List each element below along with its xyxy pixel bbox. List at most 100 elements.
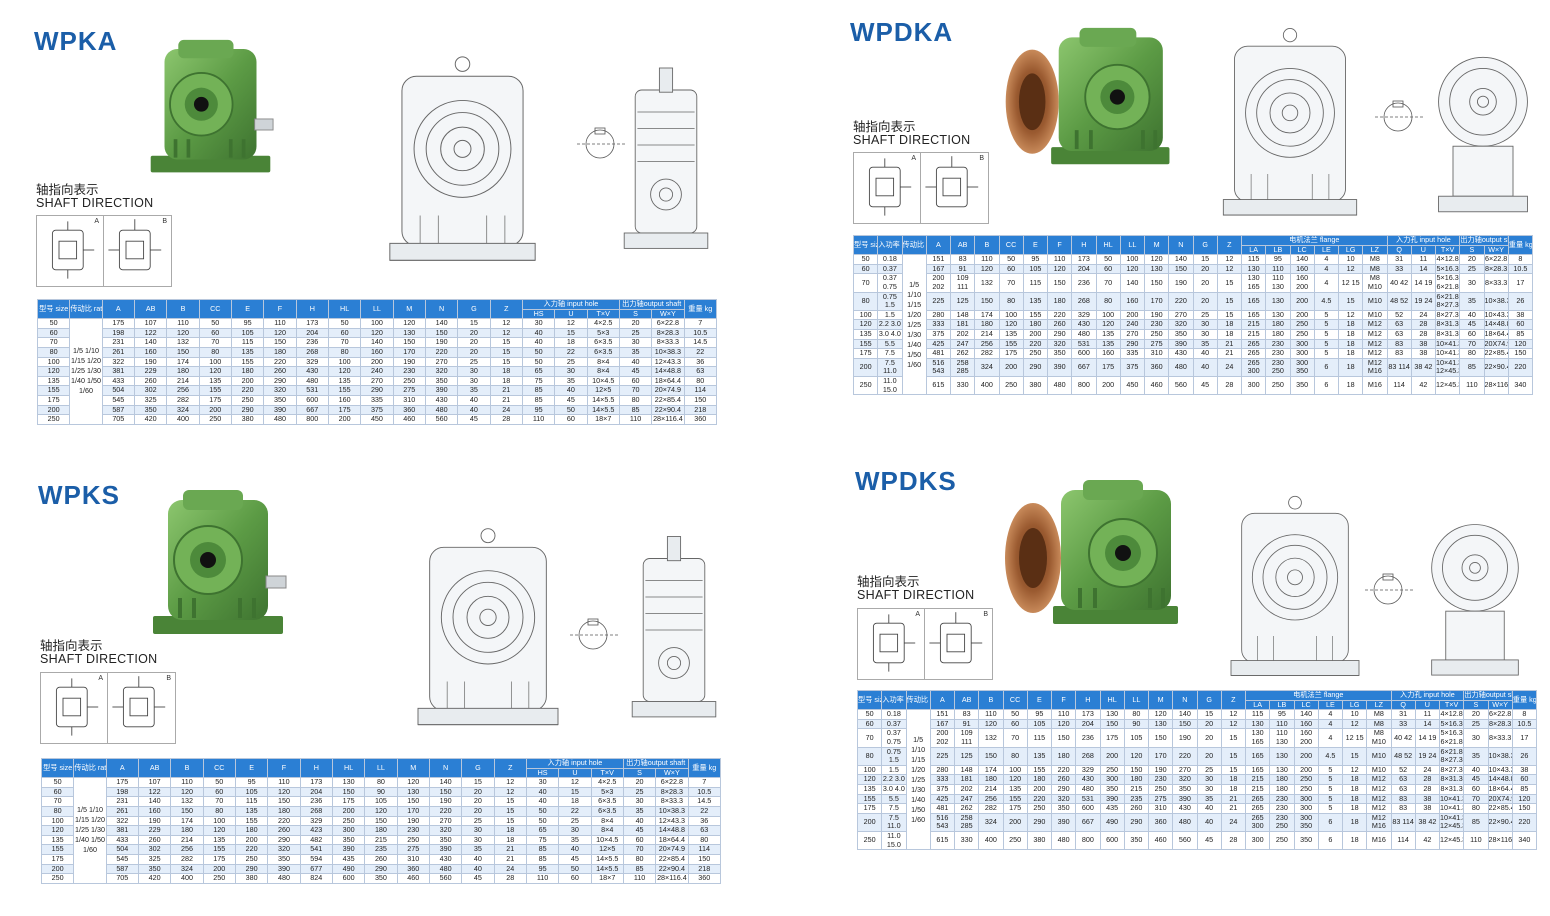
table-cell: 6 <box>1317 812 1344 832</box>
table-cell: 268 <box>1075 746 1101 766</box>
table-cell: 19 24 <box>1414 746 1441 766</box>
table-cell: 40 <box>1196 803 1222 814</box>
table-cell: 335 <box>360 394 394 406</box>
table-cell: 261 <box>105 805 139 817</box>
table-cell: 35 <box>1459 291 1485 311</box>
column-header: LC <box>1293 699 1319 711</box>
table-cell: 18 <box>1337 357 1364 377</box>
table-cell: 600 <box>1075 803 1101 814</box>
ratio-cell: 1/5 1/10 1/15 1/20 1/25 1/30 1/40 1/50 1… <box>901 254 927 396</box>
table-cell: 60 <box>558 873 592 884</box>
table-cell: 250 <box>331 815 366 827</box>
table-cell: 115 <box>1026 728 1053 748</box>
table-cell: 28×116.4 <box>655 873 689 884</box>
table-cell: 190 <box>396 815 430 827</box>
table-cell: 22×85.4 <box>1483 348 1509 359</box>
table-cell: 425 <box>925 338 952 350</box>
table-cell: 430 <box>1172 803 1198 814</box>
table-cell: 4×12.8 <box>1434 254 1461 265</box>
table-cell: 6 <box>1317 830 1344 851</box>
table-cell: 15 <box>1220 764 1247 776</box>
table-cell: 14×48.8 <box>1487 774 1513 785</box>
table-cell: 6×3.5 <box>586 346 620 358</box>
table-cell: 75 <box>521 375 556 387</box>
table-cell: 60 <box>198 327 232 339</box>
table-cell: 40 <box>554 385 588 396</box>
table-cell: 175 <box>202 853 236 865</box>
column-header: W×Y <box>1487 699 1513 711</box>
table-cell: 531 <box>1075 793 1101 805</box>
table-cell: 350 <box>331 834 366 846</box>
shaft-a-icon <box>37 216 103 284</box>
table-cell: 10×41.3 <box>1434 338 1461 350</box>
table-cell: 165 <box>1244 764 1271 776</box>
table-cell: 150 <box>166 346 200 358</box>
table-cell: 10×43.3 <box>1483 309 1509 321</box>
table-cell: 18 <box>493 825 527 836</box>
shaft-label-b: B <box>983 611 988 618</box>
table-cell: 5 <box>1313 348 1340 359</box>
group-header: 电机法兰 flange <box>1245 690 1392 701</box>
table-cell: 15 <box>489 337 523 348</box>
table-cell: 155 <box>856 793 883 805</box>
shaft-direction-a: A <box>41 673 108 743</box>
table-cell: 83 <box>1390 793 1416 805</box>
table-cell: 160 200 <box>1289 273 1315 293</box>
table-cell: 100 <box>852 309 879 321</box>
column-header: H <box>299 757 333 779</box>
table-cell: 38 <box>1410 338 1437 350</box>
table-cell: 15 <box>489 346 523 358</box>
table-cell: 10.5 <box>1511 718 1538 730</box>
table-cell: 30 <box>1459 273 1485 293</box>
table-cell: 114 <box>1386 375 1412 396</box>
table-cell: 83 <box>953 709 980 720</box>
table-cell: 40 <box>1459 309 1485 321</box>
table-cell: 260 <box>133 375 168 387</box>
table-cell: 0.37 0.75 <box>877 273 903 293</box>
table-cell: 170 <box>1143 291 1170 311</box>
table-cell: 430 <box>428 853 463 865</box>
column-header: A <box>925 234 952 256</box>
column-header: H <box>295 298 329 320</box>
wpdka-keyway-drawing <box>1370 85 1430 145</box>
table-cell: 135 <box>1095 338 1121 350</box>
table-cell: 95 <box>1026 709 1053 720</box>
table-cell: 50 <box>36 318 71 329</box>
table-cell: 262 <box>949 348 976 359</box>
table-cell: 290 <box>1123 812 1150 832</box>
table-cell: 85 <box>525 853 560 865</box>
table-cell: 800 <box>295 414 329 425</box>
table-cell: 290 <box>364 863 398 875</box>
table-cell: 15 <box>554 327 588 339</box>
table-cell: 115 <box>1240 254 1267 265</box>
table-cell: 12 <box>1220 709 1247 720</box>
table-cell: 120 <box>1123 746 1150 766</box>
column-header: LZ <box>1362 244 1388 256</box>
table-cell: 4 <box>1317 709 1344 720</box>
wpks-side-drawing <box>630 524 718 736</box>
table-cell: 155 <box>1026 764 1053 776</box>
group-header: 出力轴output shaft <box>1459 235 1509 246</box>
table-cell: 125 <box>949 291 976 311</box>
table-cell: 600 <box>1071 348 1097 359</box>
table-cell: 28 <box>1220 830 1247 851</box>
table-cell: 0.37 0.75 <box>881 728 907 748</box>
table-cell: 132 <box>974 273 1000 293</box>
table-cell: 0.37 <box>877 263 903 275</box>
table-cell: 85 <box>622 863 657 875</box>
table-cell: 531 <box>295 385 329 396</box>
table-cell: 130 <box>1147 718 1174 730</box>
column-header: LA <box>1240 244 1267 256</box>
table-cell: 115 <box>1022 273 1049 293</box>
table-cell: 300 <box>1244 830 1271 851</box>
table-cell: 7 <box>683 318 718 329</box>
table-cell: 200 <box>1119 309 1146 321</box>
wpdka-spec-table: 型号 size入功率 kw传动比 ratioAABBCCEFHHLLLMNGZ电… <box>852 234 1534 396</box>
table-cell: 80 <box>1459 348 1485 359</box>
table-cell: 22×90.4 <box>1483 357 1509 377</box>
table-cell: 110 <box>978 709 1004 720</box>
